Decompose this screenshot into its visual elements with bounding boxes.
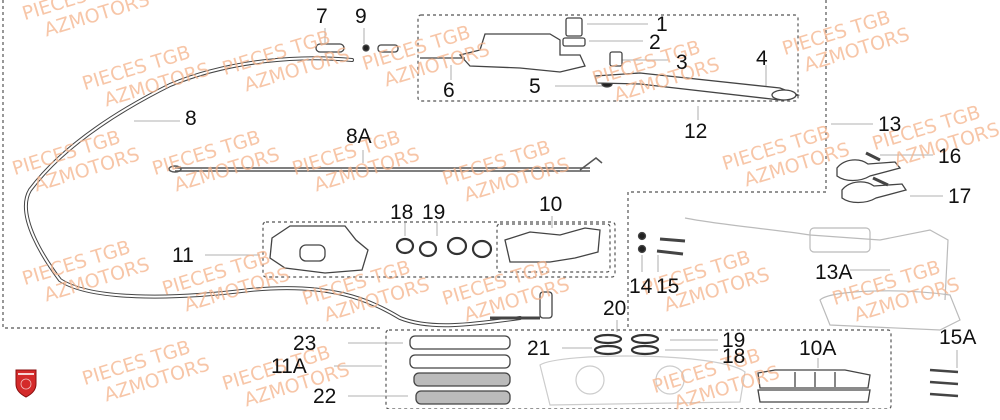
callout-15A: 15A — [939, 326, 977, 349]
brake-lever — [594, 72, 801, 101]
bolts-14-15 — [637, 231, 686, 256]
callout-11: 11 — [172, 244, 194, 267]
banjo-bolt — [315, 43, 399, 53]
callout-13A: 13A — [815, 261, 853, 284]
caliper-bracket — [504, 227, 601, 263]
callout-20: 20 — [603, 297, 627, 320]
callout-8: 8 — [185, 107, 197, 130]
assembly-13A-ghost — [684, 217, 961, 331]
callout-14: 14 — [629, 275, 653, 298]
callout-23: 23 — [293, 332, 317, 355]
callout-13: 13 — [878, 113, 902, 136]
leader-lines — [134, 23, 958, 397]
azmotors-shield-logo — [15, 369, 37, 398]
callout-22: 22 — [313, 385, 337, 408]
brake-hose-8A — [168, 157, 603, 173]
callout-16: 16 — [938, 145, 962, 168]
callout-15: 15 — [656, 275, 680, 298]
callout-3: 3 — [676, 51, 688, 74]
brake-pads — [409, 335, 511, 405]
clamps — [836, 151, 908, 204]
callout-12: 12 — [684, 120, 708, 143]
callout-4: 4 — [756, 47, 768, 70]
diagram-drawing — [2, 0, 961, 409]
callout-19: 19 — [422, 201, 446, 224]
banjo-fitting — [490, 291, 553, 320]
pads-10A — [757, 369, 871, 403]
callout-17: 17 — [948, 185, 972, 208]
seals-bottom — [593, 333, 660, 356]
callout-10A: 10A — [799, 337, 837, 360]
callout-18-bottom: 18 — [722, 345, 746, 368]
callout-21: 21 — [527, 337, 551, 360]
callout-19-bottom: 19 — [722, 329, 746, 352]
callout-6: 6 — [443, 79, 455, 102]
bolts-15A — [929, 368, 959, 398]
callout-7: 7 — [316, 5, 328, 28]
caliper — [269, 225, 369, 274]
caliper-ghost-bottom — [539, 355, 746, 406]
group-boundaries — [2, 0, 892, 409]
callout-5: 5 — [529, 75, 541, 98]
callout-1: 1 — [656, 13, 668, 36]
master-cylinder — [420, 17, 623, 88]
callout-11A: 11A — [271, 355, 307, 378]
callout-2: 2 — [649, 31, 661, 54]
callout-10: 10 — [539, 193, 563, 216]
callout-18: 18 — [390, 201, 414, 224]
callout-9: 9 — [355, 5, 367, 28]
piston-seals — [395, 236, 493, 259]
callout-8A: 8A — [346, 125, 372, 148]
